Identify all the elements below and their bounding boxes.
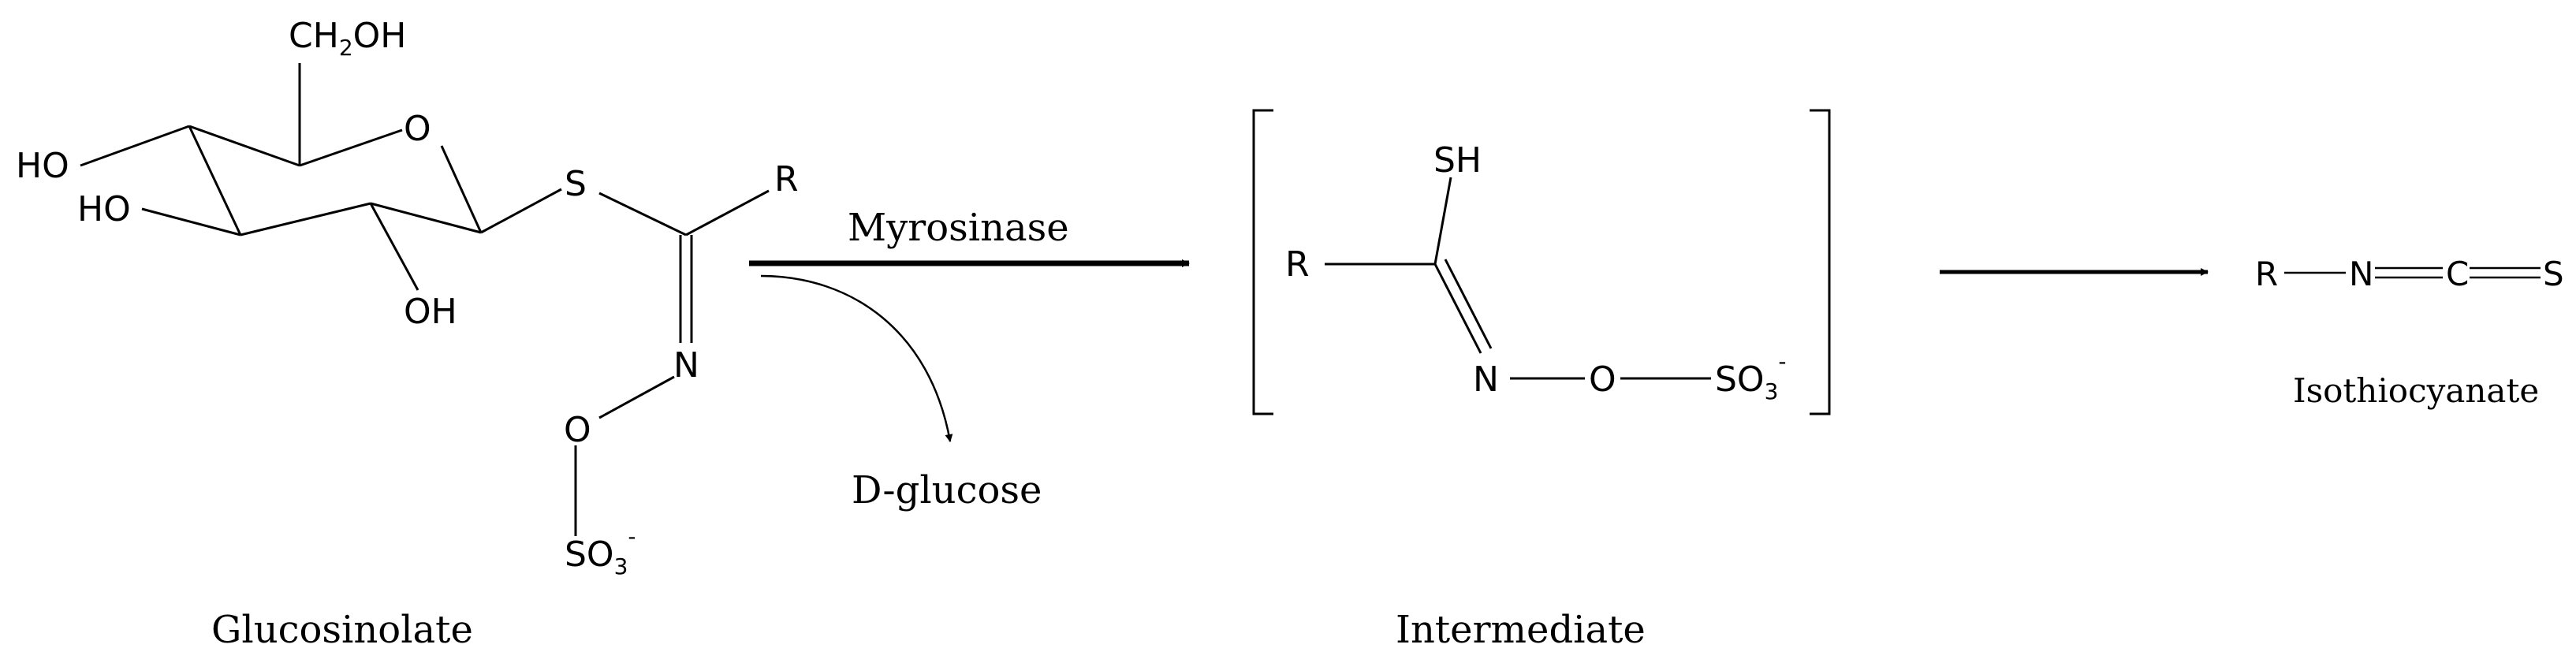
isothiocyanate-structure: R N C S Isothiocyanate [2255, 255, 2564, 410]
nitrogen-label: N [2349, 255, 2373, 293]
hydroxyl-label: OH [404, 292, 457, 332]
intermediate-name: Intermediate [1396, 608, 1646, 652]
myrosinase-arrow: Myrosinase D-glucose [749, 206, 1190, 512]
ho-bond [80, 125, 190, 167]
intermediate-structure: SH R N O SO3- Intermediate [1252, 109, 1831, 652]
sulfur-label: S [2543, 255, 2564, 293]
isothiocyanate-name: Isothiocyanate [2293, 371, 2539, 410]
ho-bond [141, 207, 241, 237]
sulfonate-label: SO3- [1715, 348, 1787, 404]
ring-bond [188, 125, 300, 167]
hydroxyl-label: HO [16, 146, 69, 186]
left-bracket [1252, 109, 1273, 415]
n-o-bond [598, 375, 675, 419]
r-group-label: R [1285, 244, 1310, 285]
right-bracket [1810, 109, 1831, 415]
ring-bond [440, 145, 483, 233]
enzyme-label: Myrosinase [848, 206, 1069, 250]
hydroxyl-label: HO [77, 189, 131, 229]
ring-bond [299, 129, 403, 167]
ch2oh-label: CH2OH [289, 16, 406, 61]
oxygen-label: O [564, 410, 591, 450]
nitrogen-label: N [1473, 359, 1499, 400]
glucosinolate-structure: O CH2OH HO HO OH S R N O SO3- Glucosinol… [16, 16, 799, 652]
thiol-label: SH [1433, 140, 1482, 181]
ring-bond [240, 202, 371, 237]
r-group-label: R [774, 159, 799, 199]
ring-oxygen: O [404, 109, 431, 149]
ring-bond [370, 202, 482, 234]
byproduct-label: D-glucose [852, 468, 1042, 512]
sulfonate-label: SO3- [565, 523, 636, 579]
r-group-label: R [2255, 255, 2278, 293]
ring-bond [188, 125, 242, 236]
c-n-double-bond [1444, 259, 1493, 349]
oxygen-label: O [1589, 359, 1616, 400]
sulfur-label: S [565, 164, 587, 204]
glucosinolate-name: Glucosinolate [211, 608, 473, 652]
nitrogen-label: N [673, 345, 699, 386]
carbon-label: C [2446, 255, 2469, 293]
c-n-double-bond [1433, 263, 1482, 354]
oh-bond [369, 203, 419, 291]
c-sh-bond [1433, 177, 1452, 265]
s-c-bond [598, 192, 687, 237]
c-r-bond [685, 189, 770, 237]
c-s-bond [480, 188, 562, 234]
glucose-release-curve [760, 274, 953, 442]
